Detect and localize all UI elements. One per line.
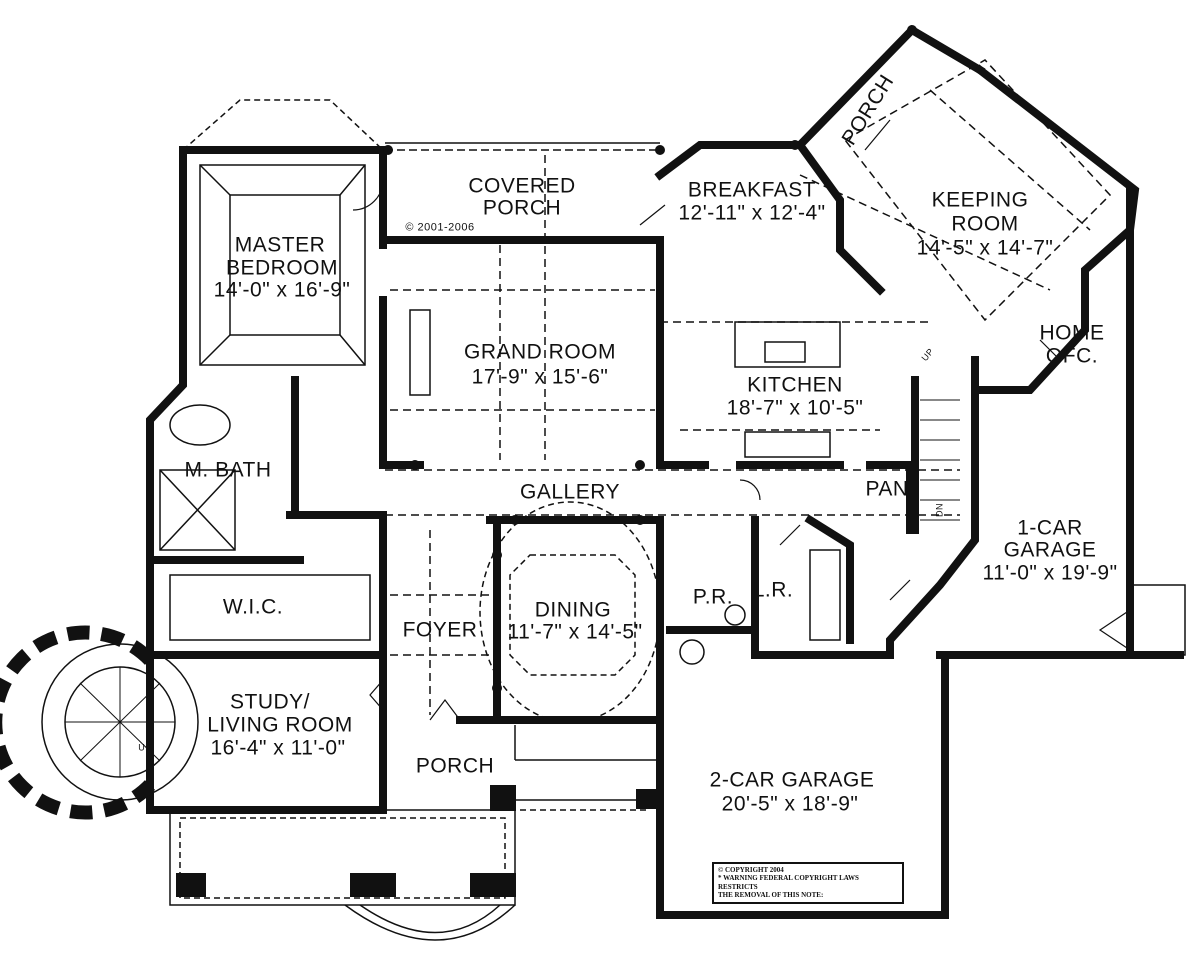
wic-label: W.I.C. — [222, 595, 284, 619]
garage-1car-label-2: GARAGE — [1003, 538, 1097, 562]
master-bath-label: M. BATH — [184, 458, 272, 482]
powder-room-label: P.R. — [692, 585, 734, 609]
garage-1car-label-1: 1-CAR — [1017, 516, 1083, 540]
study-dimensions: 16'-4" x 11'-0" — [210, 736, 346, 760]
keeping-room-dimensions: 14'-5" x 14'-7" — [916, 236, 1054, 260]
grand-room-dimensions: 17'-9" x 15'-6" — [471, 365, 609, 389]
copyright-note-line-1: © COPYRIGHT 2004 — [718, 866, 784, 874]
round-stair-up-label: UP — [138, 742, 152, 753]
kitchen-dimensions: 18'-7" x 10'-5" — [726, 396, 864, 420]
breakfast-label: BREAKFAST — [687, 178, 817, 202]
master-bedroom-label-1: MASTER — [234, 233, 326, 257]
pantry-label: PAN — [865, 477, 909, 501]
study-label-2: LIVING ROOM — [207, 713, 353, 737]
porch-front-label: PORCH — [415, 754, 495, 778]
keeping-room-label-1: KEEPING — [931, 188, 1029, 212]
columns — [176, 25, 917, 897]
study-label-1: STUDY/ — [229, 690, 311, 714]
breakfast-dimensions: 12'-11" x 12'-4" — [678, 201, 826, 225]
grand-room-label: GRAND ROOM — [464, 340, 616, 364]
garage-2car-dimensions: 20'-5" x 18'-9" — [721, 792, 859, 816]
kitchen-label: KITCHEN — [747, 373, 843, 397]
copyright-note-line-3: THE REMOVAL OF THIS NOTE: — [718, 891, 824, 900]
garage-2car-label: 2-CAR GARAGE — [709, 768, 875, 792]
home-office-label-2: OFC. — [1045, 344, 1099, 368]
dining-dimensions: 11'-7" x 14'-5" — [507, 620, 643, 644]
master-bedroom-dimensions: 14'-0" x 16'-9" — [213, 278, 351, 302]
garage-1car-dimensions: 11'-0" x 19'-9" — [982, 561, 1118, 585]
dining-label: DINING — [534, 598, 612, 622]
covered-porch-label-1: COVERED — [468, 174, 576, 198]
keeping-room-label-2: ROOM — [951, 212, 1019, 236]
covered-porch-label-2: PORCH — [482, 196, 562, 220]
home-office-label-1: HOME — [1039, 321, 1105, 345]
laundry-room-label: L.R. — [752, 578, 794, 602]
walls — [146, 24, 1184, 919]
thin-lines — [41, 59, 1186, 941]
master-bedroom-label-2: BEDROOM — [225, 256, 339, 280]
gallery-label: GALLERY — [520, 480, 620, 504]
copyright-small: © 2001-2006 — [405, 221, 475, 234]
foyer-label: FOYER — [402, 618, 478, 642]
copyright-note: © COPYRIGHT 2004 * WARNING FEDERAL COPYR… — [712, 862, 904, 904]
round-stair-wall — [0, 625, 156, 820]
copyright-note-line-2: * WARNING FEDERAL COPYRIGHT LAWS RESTRIC… — [718, 874, 859, 891]
stair-down-label: DN — [934, 503, 945, 517]
door-swings — [352, 119, 1131, 721]
